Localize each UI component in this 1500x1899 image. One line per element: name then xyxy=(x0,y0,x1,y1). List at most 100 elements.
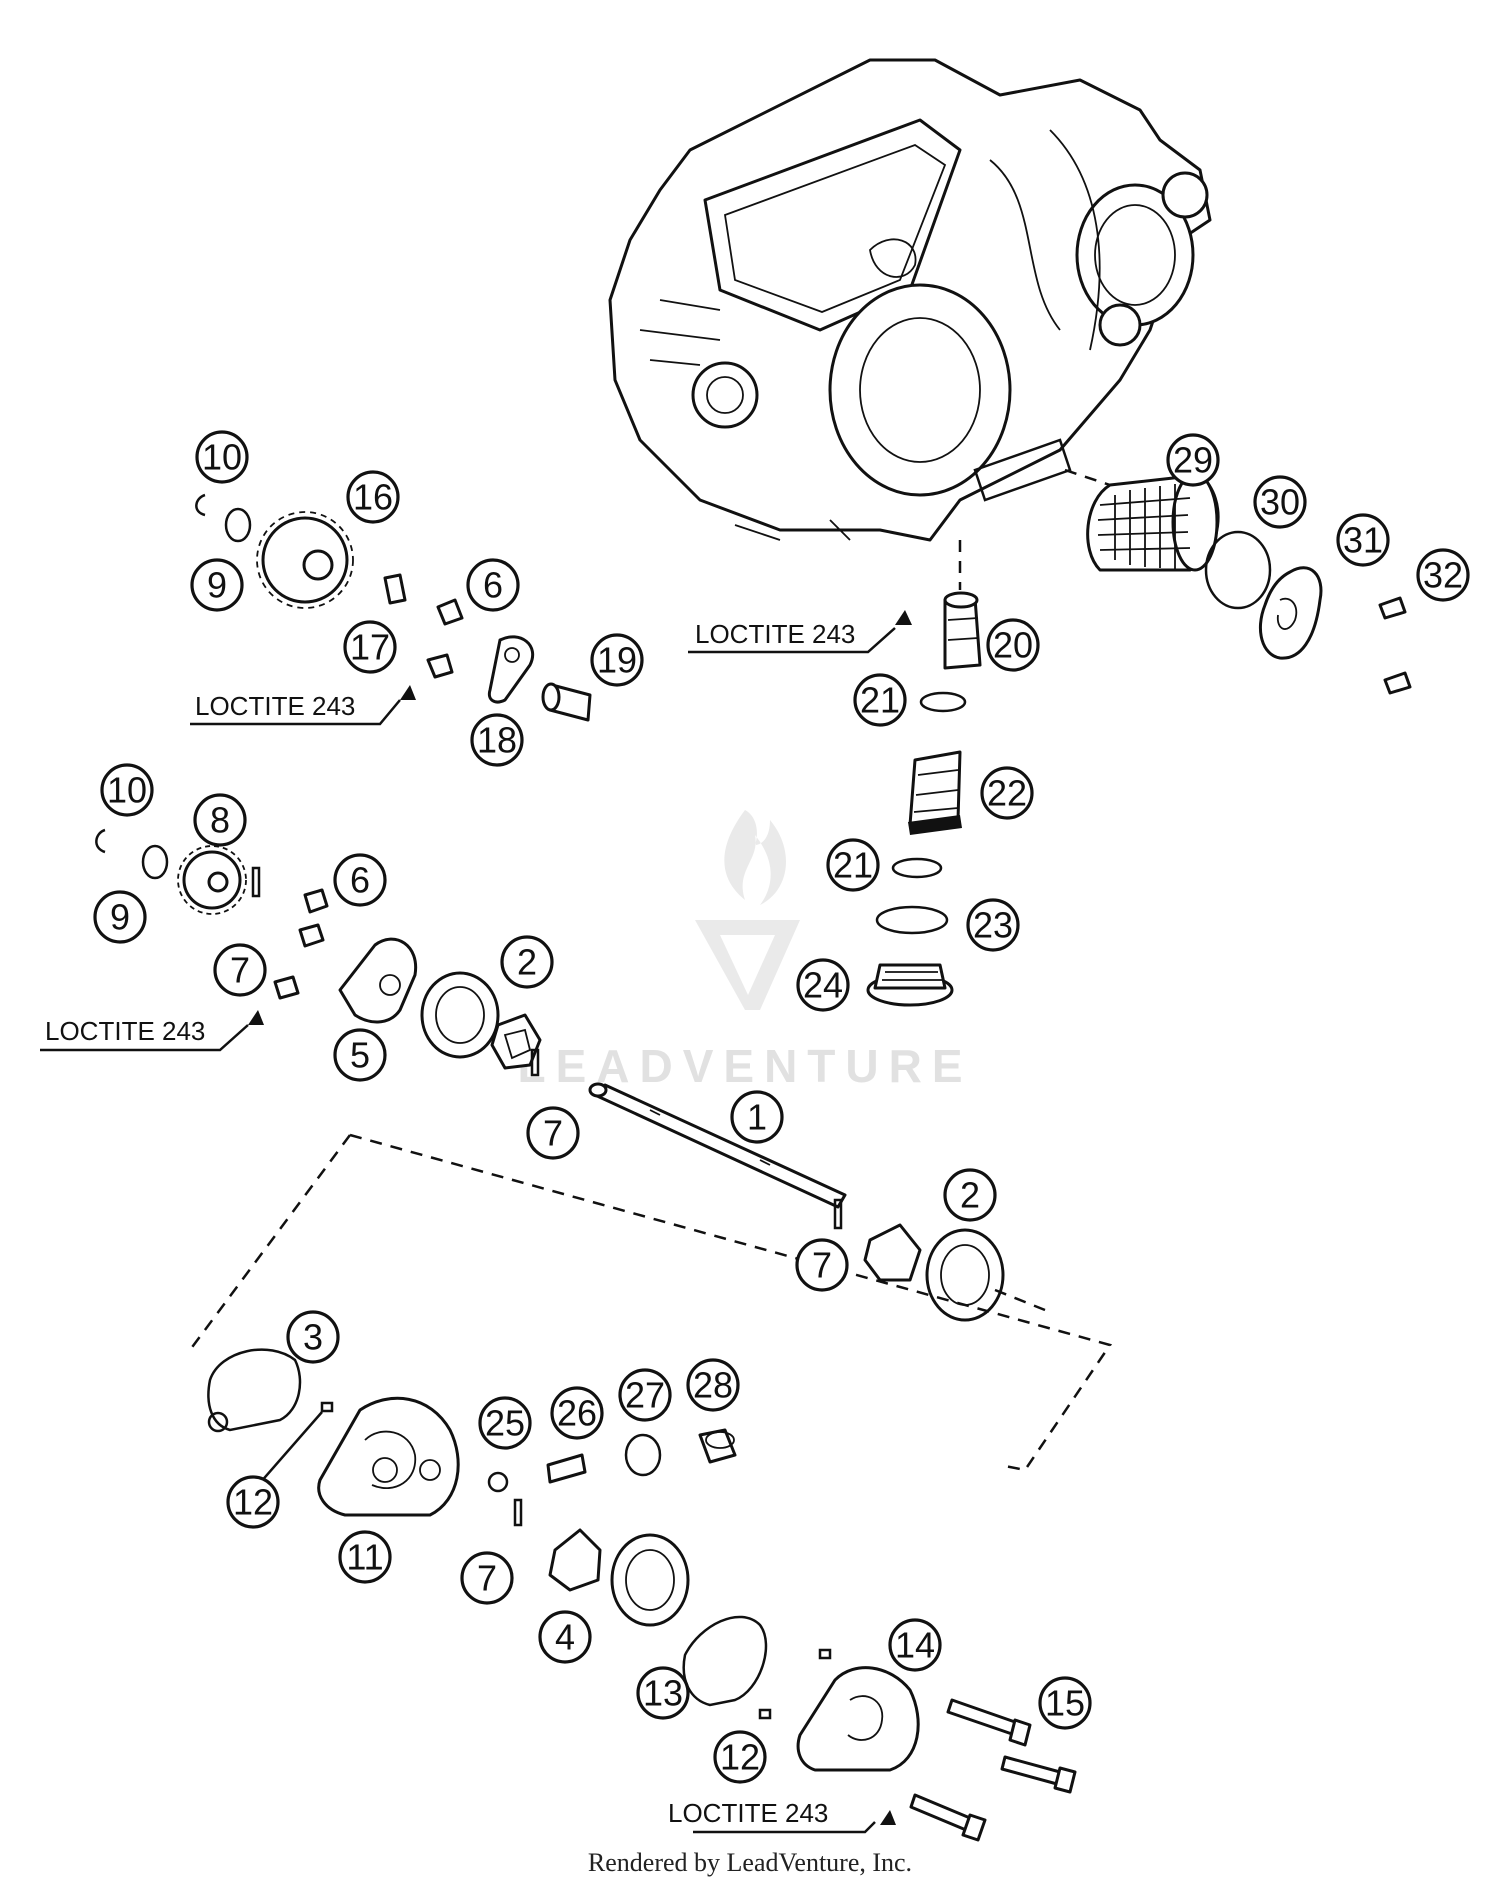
alignment-box xyxy=(188,1133,1113,1472)
rotor-outer-2a xyxy=(420,971,500,1059)
svg-text:20: 20 xyxy=(993,625,1033,666)
svg-text:24: 24 xyxy=(803,965,843,1006)
svg-text:26: 26 xyxy=(557,1393,597,1434)
pin-7b xyxy=(530,1048,540,1077)
callout-6: 6 xyxy=(333,853,387,907)
o-ring-30 xyxy=(1204,530,1272,610)
screw-6b xyxy=(303,888,329,914)
drain-plug-24 xyxy=(866,963,954,1007)
oil-screen-20 xyxy=(943,591,982,670)
loctite-note-bottom: LOCTITE 243 xyxy=(668,1798,828,1828)
svg-text:1: 1 xyxy=(747,1097,767,1138)
svg-text:10: 10 xyxy=(202,437,242,478)
strainer-22 xyxy=(908,750,962,835)
callout-1: 1 xyxy=(730,1090,784,1144)
dowel-12b xyxy=(758,1708,772,1720)
svg-text:16: 16 xyxy=(353,477,393,518)
plate-18 xyxy=(487,635,535,704)
svg-text:6: 6 xyxy=(483,565,503,606)
svg-text:28: 28 xyxy=(693,1365,733,1406)
pin-7c xyxy=(833,1198,843,1230)
callout-14: 14 xyxy=(888,1618,942,1672)
callout-9: 9 xyxy=(190,558,244,612)
svg-text:2: 2 xyxy=(517,942,537,983)
o-ring-21a xyxy=(919,691,967,713)
needle-bearing xyxy=(383,573,407,605)
screw-17 xyxy=(426,653,454,679)
callout-22: 22 xyxy=(980,766,1034,820)
oil-filter xyxy=(1086,472,1220,572)
footer-credit: Rendered by LeadVenture, Inc. xyxy=(587,1848,913,1877)
bolt-15c xyxy=(909,1793,987,1842)
pump-cover-14 xyxy=(796,1666,920,1772)
gasket-13 xyxy=(682,1615,768,1707)
callout-7: 7 xyxy=(526,1106,580,1160)
bolt-15b xyxy=(1000,1755,1077,1794)
callout-24: 24 xyxy=(796,958,850,1012)
circlip-10b xyxy=(95,828,106,854)
callout-16: 16 xyxy=(346,470,400,524)
pump-housing-11 xyxy=(317,1396,460,1517)
washer-9a xyxy=(224,507,252,543)
svg-text:25: 25 xyxy=(485,1403,525,1444)
svg-text:7: 7 xyxy=(543,1113,563,1154)
svg-text:21: 21 xyxy=(833,845,873,886)
svg-text:9: 9 xyxy=(207,565,227,606)
callout-29: 29 xyxy=(1166,433,1220,487)
svg-text:12: 12 xyxy=(720,1737,760,1778)
svg-text:22: 22 xyxy=(987,773,1027,814)
callout-10: 10 xyxy=(195,430,249,484)
svg-text:2: 2 xyxy=(960,1175,980,1216)
washer-27 xyxy=(624,1433,662,1477)
ball-25 xyxy=(487,1471,509,1493)
callout-15: 15 xyxy=(1038,1676,1092,1730)
gear-8 xyxy=(177,845,247,915)
callout-25: 25 xyxy=(478,1396,532,1450)
dowel-12c xyxy=(818,1648,832,1660)
callout-21: 21 xyxy=(826,838,880,892)
callout-4: 4 xyxy=(538,1610,592,1664)
loctite-note-upper-left: LOCTITE 243 xyxy=(190,691,401,726)
loctite-note-text: LOCTITE 243 xyxy=(695,619,855,649)
rotor-inner-4 xyxy=(548,1528,602,1592)
callout-17: 17 xyxy=(343,620,397,674)
callout-7: 7 xyxy=(795,1238,849,1292)
callout-21: 21 xyxy=(853,673,907,727)
watermark-text: LEADVENTURE xyxy=(517,1040,972,1092)
circlip-10a xyxy=(195,493,206,517)
oil-filter-cover xyxy=(1258,566,1323,660)
callout-31: 31 xyxy=(1336,513,1390,567)
callout-32: 32 xyxy=(1416,548,1470,602)
rotor-outer-4 xyxy=(610,1533,690,1627)
rotor-inner-2b xyxy=(863,1223,922,1282)
callout-28: 28 xyxy=(686,1358,740,1412)
bushing-19 xyxy=(541,682,592,722)
screw-6a xyxy=(436,598,464,626)
svg-text:17: 17 xyxy=(350,627,390,668)
dowel-12a xyxy=(320,1401,334,1413)
plug-28 xyxy=(698,1428,737,1464)
svg-text:30: 30 xyxy=(1260,482,1300,523)
pump-cover-5 xyxy=(338,937,418,1024)
callout-2: 2 xyxy=(943,1168,997,1222)
spring-26 xyxy=(546,1453,587,1484)
loctite-note-text: LOCTITE 243 xyxy=(195,691,355,721)
svg-text:8: 8 xyxy=(210,800,230,841)
callout-10: 10 xyxy=(100,763,154,817)
svg-text:5: 5 xyxy=(350,1035,370,1076)
loctite-note-middle-left: LOCTITE 243 xyxy=(40,1016,249,1052)
callout-11: 11 xyxy=(338,1530,392,1584)
svg-text:4: 4 xyxy=(555,1617,575,1658)
callout-2: 2 xyxy=(500,935,554,989)
loctite-drop-5 xyxy=(248,1010,264,1025)
callout-7: 7 xyxy=(213,943,267,997)
svg-text:19: 19 xyxy=(597,640,637,681)
svg-text:14: 14 xyxy=(895,1625,935,1666)
callout-3: 3 xyxy=(286,1310,340,1364)
loctite-drop-15 xyxy=(880,1810,896,1825)
washer-9b xyxy=(141,844,169,880)
svg-text:13: 13 xyxy=(643,1673,683,1714)
bolt-15a xyxy=(946,1698,1032,1747)
svg-text:9: 9 xyxy=(110,897,130,938)
